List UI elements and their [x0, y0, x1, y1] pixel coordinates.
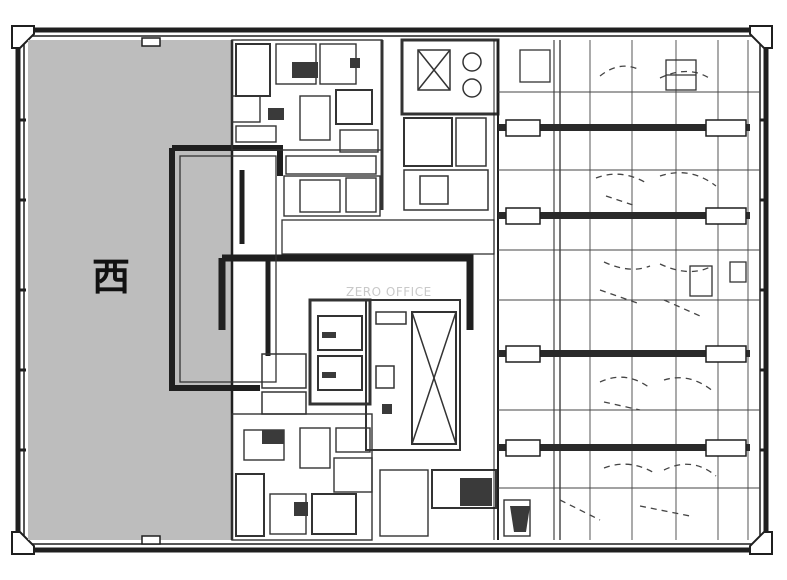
- watermark: ZERO OFFICE: [346, 285, 432, 299]
- east-fixtures: [519, 49, 747, 297]
- atrium-wall: [169, 145, 474, 391]
- mechanical-room: [400, 38, 500, 211]
- central-core-dark-blocks: [322, 332, 392, 414]
- east-dashed-lines: [559, 65, 717, 521]
- east-partition-caps: [505, 119, 747, 457]
- east-partitions: [498, 124, 750, 451]
- east-office-grid: [498, 40, 760, 540]
- north-core: [231, 39, 384, 217]
- corner-columns: [11, 25, 773, 555]
- south-core-dark-blocks: [262, 430, 530, 532]
- central-core: [261, 298, 461, 451]
- south-core: [231, 413, 531, 541]
- east-wall-mullions: [760, 118, 768, 452]
- west-label: 西: [92, 254, 130, 299]
- north-core-dark-blocks: [268, 58, 360, 120]
- east-zone-walls: [493, 40, 561, 540]
- west-tenant-area: [18, 37, 234, 545]
